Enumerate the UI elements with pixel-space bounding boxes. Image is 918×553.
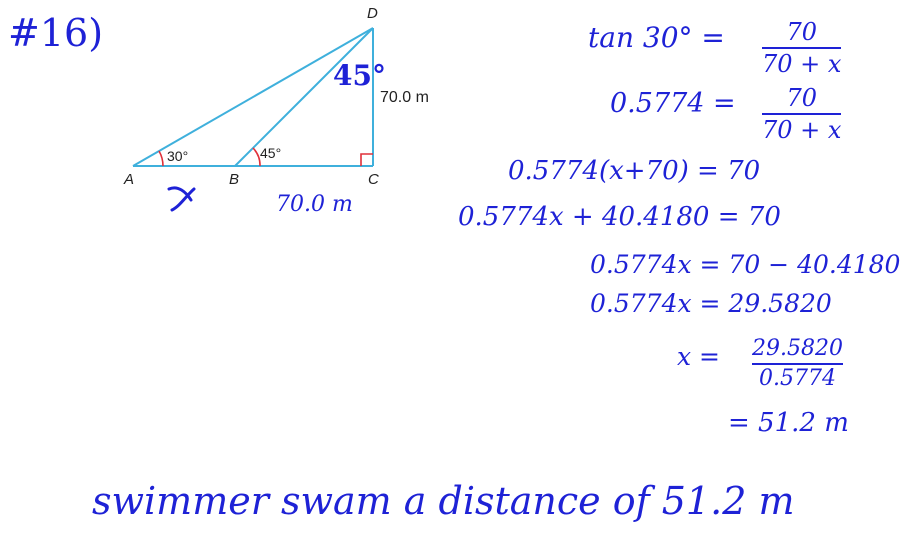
angle-label-b: 45° bbox=[260, 145, 282, 161]
work-line1-denominator: 70 + x bbox=[762, 50, 842, 78]
work-line2-numerator: 70 bbox=[786, 84, 817, 112]
work-line4: 0.5774x + 40.4180 = 70 bbox=[458, 202, 781, 232]
work-line2-lhs: 0.5774 = bbox=[610, 88, 736, 119]
work-line3: 0.5774(x+70) = 70 bbox=[508, 156, 761, 186]
handwritten-x-mark bbox=[167, 186, 196, 212]
work-line5: 0.5774x = 70 − 40.4180 bbox=[590, 250, 901, 279]
work-line7-lhs: x = bbox=[677, 342, 720, 371]
angle-arc-a bbox=[158, 150, 164, 167]
point-label-c: C bbox=[368, 171, 379, 188]
angle-arc-b bbox=[252, 147, 261, 167]
work-line1-numerator: 70 bbox=[786, 18, 817, 46]
angle-label-a: 30° bbox=[167, 148, 189, 164]
work-line7-denominator: 0.5774 bbox=[759, 366, 836, 391]
point-label-d: D bbox=[367, 5, 378, 22]
work-line1-lhs: tan 30° = bbox=[588, 21, 725, 54]
work-line6: 0.5774x = 29.5820 bbox=[590, 289, 832, 318]
line-ad bbox=[132, 27, 374, 167]
work-line2-denominator: 70 + x bbox=[762, 116, 842, 144]
conclusion-text: swimmer swam a distance of 51.2 m bbox=[92, 479, 795, 523]
work-line7-fraction: 29.5820 0.5774 bbox=[752, 338, 843, 390]
fraction-bar bbox=[752, 363, 843, 365]
work-line2-fraction: 70 70 + x bbox=[762, 84, 842, 144]
fraction-bar bbox=[762, 113, 842, 115]
right-angle-marker bbox=[360, 153, 373, 166]
fraction-bar bbox=[762, 47, 842, 49]
point-label-a: A bbox=[124, 171, 135, 188]
handwritten-side-bc: 70.0 m bbox=[276, 192, 353, 217]
work-line8: = 51.2 m bbox=[728, 408, 849, 438]
handwritten-angle-d: 45° bbox=[333, 59, 386, 92]
work-line7-numerator: 29.5820 bbox=[752, 336, 843, 361]
line-bd bbox=[234, 27, 374, 167]
work-line1-fraction: 70 70 + x bbox=[762, 18, 842, 78]
side-label-dc: 70.0 m bbox=[380, 89, 429, 106]
problem-number: #16) bbox=[8, 11, 104, 55]
point-label-b: B bbox=[229, 171, 240, 188]
